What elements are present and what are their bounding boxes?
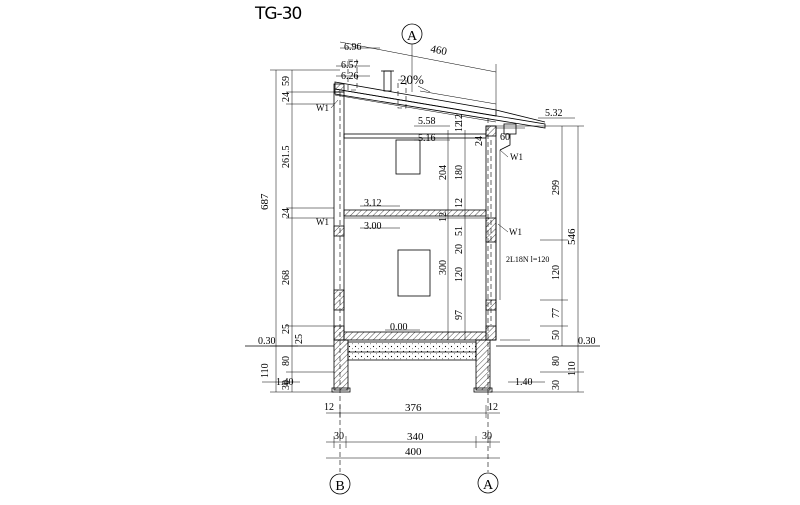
- dim-inner-2: 300: [438, 260, 449, 275]
- level-grade-right: 0.30: [578, 336, 596, 347]
- dim-overhang: 60: [500, 132, 510, 143]
- dim-right-seg-3: 77: [551, 308, 562, 318]
- dim-bottom-3a: 400: [405, 446, 422, 458]
- window-tag-right-mid: W1: [509, 227, 522, 237]
- dim-mid-2: 180: [454, 165, 465, 180]
- dim-mid-8: 97: [454, 310, 465, 320]
- dim-roof-length: 460: [429, 43, 448, 58]
- dim-left-seg-1: 59: [281, 76, 292, 86]
- dim-mid-3: 12: [454, 198, 465, 208]
- level-grade-left: 0.30: [258, 336, 276, 347]
- floors: [343, 133, 487, 341]
- level-ridge: 6.57: [341, 60, 359, 71]
- dim-left-seg-5: 268: [281, 270, 292, 285]
- level-floor2: 3.00: [364, 221, 382, 232]
- dim-left-foundation: 110: [260, 363, 271, 378]
- dim-mid-6: 20: [454, 244, 465, 254]
- level-ridge-top: 6.96: [344, 42, 362, 53]
- dim-bottom-2b: 340: [407, 431, 424, 443]
- dim-right-seg-4: 50: [551, 330, 562, 340]
- window-tag-right-top: W1: [510, 152, 523, 162]
- roof-vent: [383, 70, 392, 92]
- dim-left-seg-2: 24: [281, 92, 292, 102]
- level-markers: 6.96 6.57 6.26 5.58 5.16 5.32 3.12 3.00 …: [258, 42, 596, 388]
- grid-axis-a-bottom: A: [477, 118, 499, 494]
- dim-left-seg-4: 24: [281, 208, 292, 218]
- drawing-title: TG-30: [255, 4, 302, 24]
- dim-mid-7: 120: [454, 267, 465, 282]
- downspout: [499, 123, 517, 151]
- dim-left-seg-3: 261.5: [281, 146, 292, 169]
- dim-bottom-2a: 30: [334, 431, 344, 442]
- right-dimensions: 546 110 299 120 77 50 80 30 24 12: [454, 114, 584, 393]
- level-floor2-top: 3.12: [364, 198, 382, 209]
- dim-bottom-2c: 30: [482, 431, 492, 442]
- roof-pitch: 20%: [400, 72, 424, 87]
- dim-mid-4: 12: [438, 212, 449, 222]
- level-ground: 0.00: [390, 322, 408, 333]
- dim-right-seg-5: 80: [551, 356, 562, 366]
- roof-dimension: 460 60: [339, 41, 525, 143]
- dim-left-seg-6: 25: [281, 324, 292, 334]
- dim-mid-5: 51: [454, 226, 465, 236]
- left-dimensions: 687 110 59 24 261.5 24 268 25 25 80 30: [259, 69, 340, 393]
- dim-inner-1: 204: [438, 165, 449, 180]
- level-ceiling-top: 5.58: [418, 116, 436, 127]
- dim-left-seg-7: 25: [294, 334, 305, 344]
- level-eave-right: 5.32: [545, 108, 563, 119]
- dim-right-total: 546: [566, 228, 578, 245]
- level-ceiling: 5.16: [418, 133, 436, 144]
- dim-left-seg-9: 30: [281, 380, 292, 390]
- level-eave-left: 6.26: [341, 71, 359, 82]
- window-tag-mid-left: W1: [316, 217, 329, 227]
- dim-mid-1: 12: [454, 122, 465, 132]
- dim-bottom-1a: 12: [324, 402, 334, 413]
- tags: W1 W1 W1 W1 2L18N l=120: [316, 99, 549, 264]
- dim-bottom-1c: 12: [488, 402, 498, 413]
- inner-dimensions: 204 300 12 180 12 12 51 20 120 97: [438, 122, 466, 340]
- grid-axis-a-top: A: [401, 23, 423, 92]
- window-tag-top: W1: [316, 103, 329, 113]
- window-lower: [397, 249, 431, 297]
- bottom-dimensions: 12 376 12 30 340 30 400: [324, 402, 500, 459]
- dim-right-top: 24: [474, 136, 485, 146]
- dim-right-foundation: 110: [567, 361, 578, 376]
- grid-label-a-top: A: [407, 29, 418, 44]
- dim-right-seg-2: 120: [551, 265, 562, 280]
- roof: 20%: [334, 59, 546, 129]
- grid-label-a-bottom: A: [483, 478, 494, 493]
- level-footing-left: 1.40: [276, 377, 294, 388]
- window-upper: [395, 139, 421, 175]
- dim-right-seg-6: 30: [551, 380, 562, 390]
- level-footing-right: 1.40: [515, 377, 533, 388]
- dim-right-seg-1: 299: [551, 180, 562, 195]
- grid-label-b: B: [335, 479, 344, 494]
- foundation: [331, 339, 493, 393]
- beam-note: 2L18N l=120: [506, 255, 549, 264]
- dim-right-top2: 12: [454, 114, 465, 124]
- dim-total-height: 687: [259, 193, 271, 210]
- dim-bottom-1b: 376: [405, 402, 422, 414]
- dim-left-seg-8: 80: [281, 356, 292, 366]
